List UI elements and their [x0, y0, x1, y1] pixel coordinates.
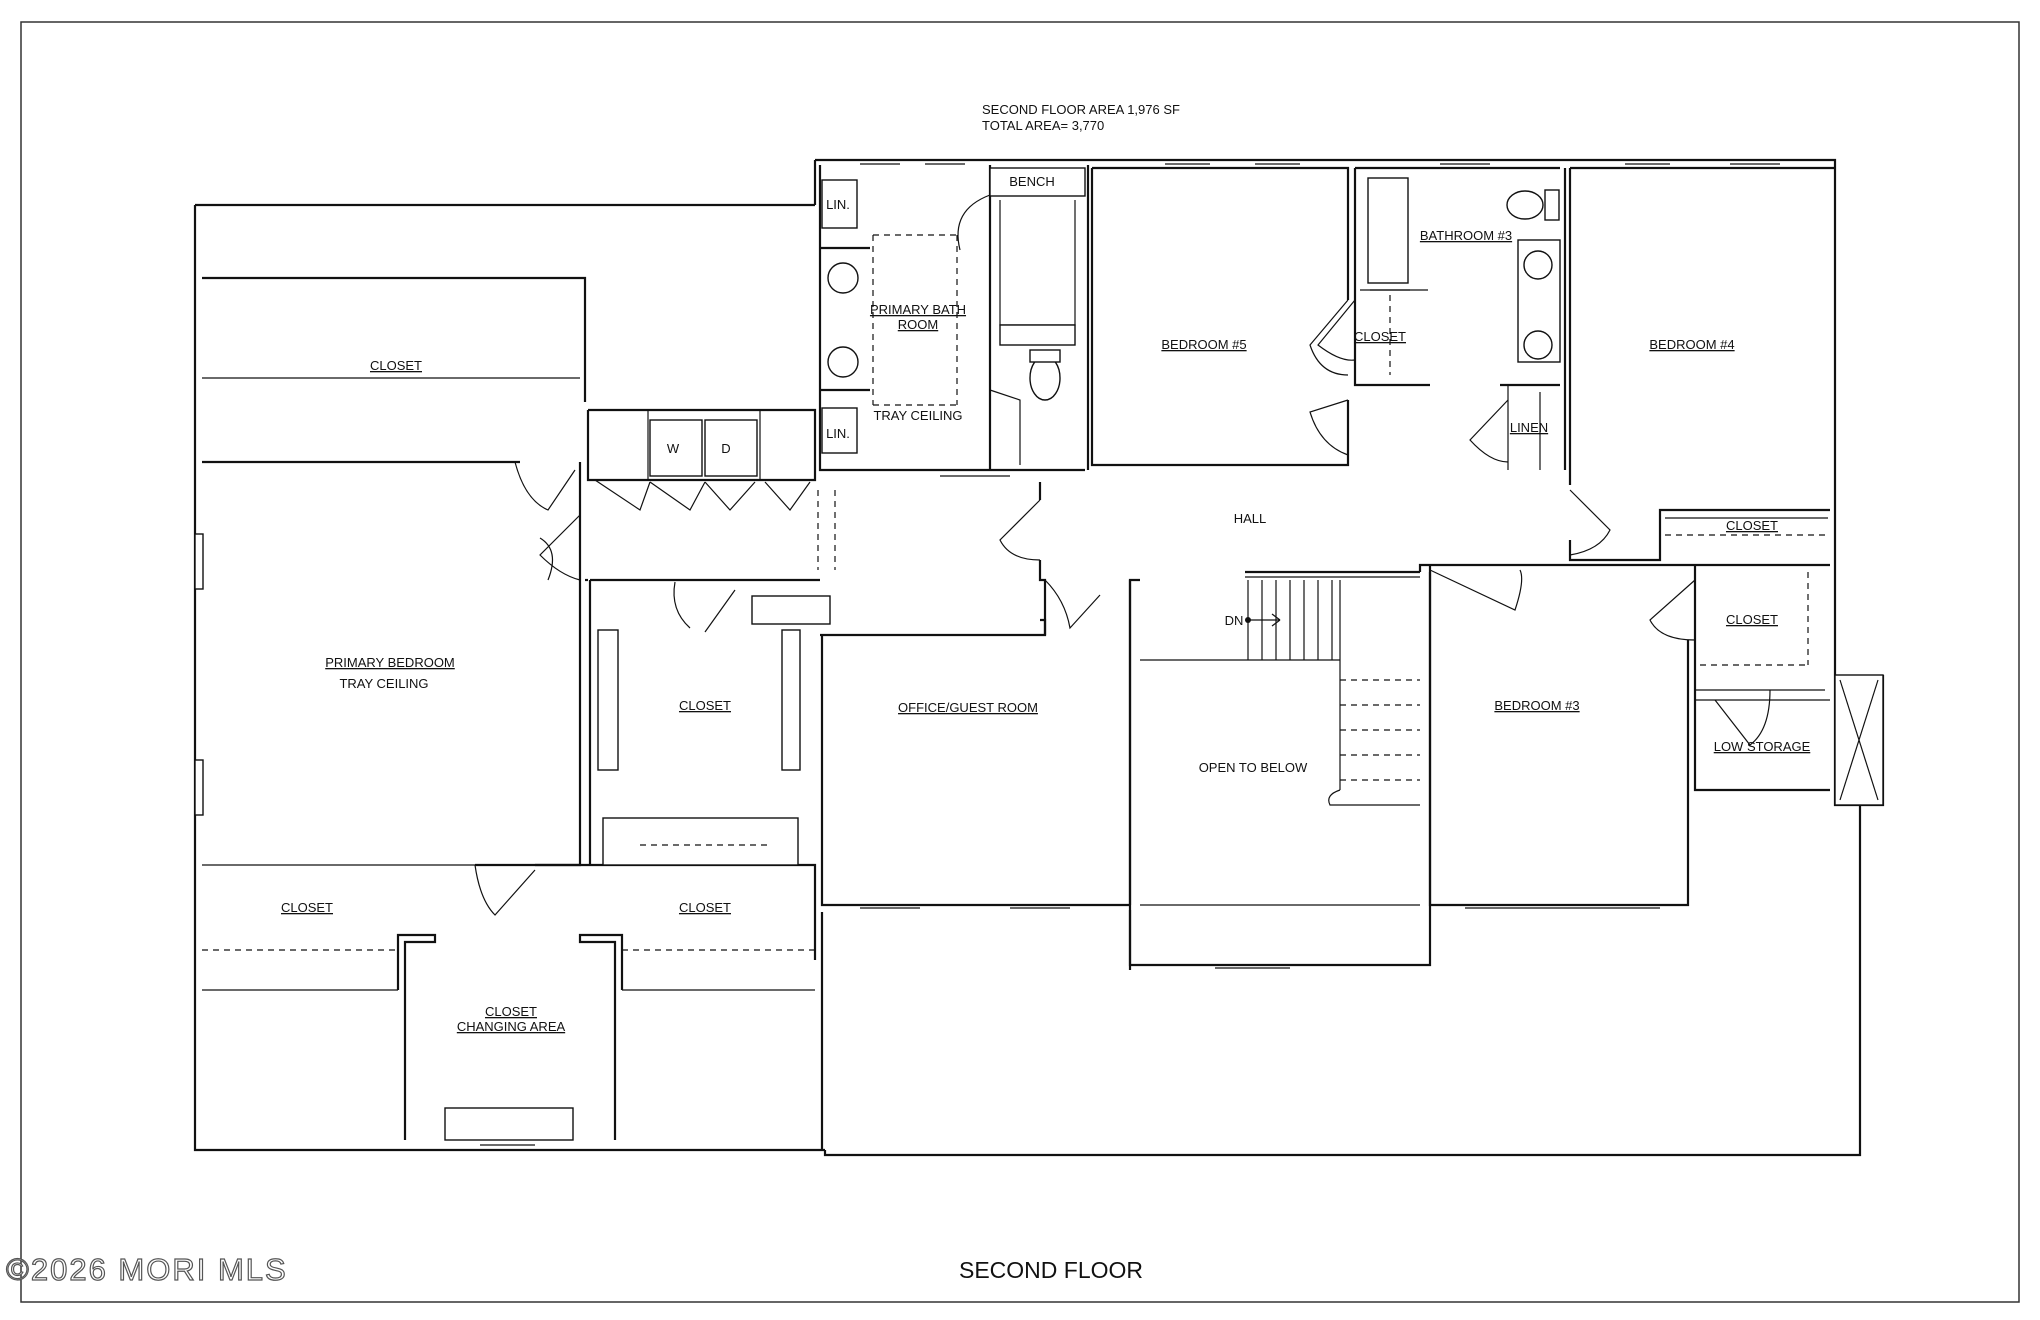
label-bedroom3: BEDROOM #3: [1494, 698, 1579, 713]
label-dn: DN: [1225, 613, 1244, 628]
area-line2: TOTAL AREA= 3,770: [982, 118, 1104, 133]
staircase: [1245, 576, 1420, 806]
label-closet-top-left: CLOSET: [370, 358, 422, 373]
label-closet-bottom-left: CLOSET: [281, 900, 333, 915]
bathroom3-walls: [1317, 166, 1567, 470]
area-line1: SECOND FLOOR AREA 1,976 SF: [982, 102, 1180, 117]
label-closet-bed3: CLOSET: [1726, 612, 1778, 627]
left-doors: [474, 461, 581, 916]
label-changing-1: CLOSET: [485, 1004, 537, 1019]
label-bedroom4: BEDROOM #4: [1649, 337, 1734, 352]
bedroom4-walls: [1568, 166, 1835, 562]
label-primary-bedroom: PRIMARY BEDROOM: [325, 655, 455, 670]
label-open-to-below: OPEN TO BELOW: [1199, 760, 1308, 775]
label-closet-walkin: CLOSET: [679, 698, 731, 713]
labels: SECOND FLOOR AREA 1,976 SF TOTAL AREA= 3…: [5, 102, 1811, 1288]
label-dryer: D: [721, 441, 730, 456]
label-bathroom3: BATHROOM #3: [1420, 228, 1512, 243]
laundry-walls: [539, 408, 836, 866]
label-primary-bath-note: TRAY CEILING: [873, 408, 962, 423]
office-walls: [820, 580, 1132, 1150]
label-office: OFFICE/GUEST ROOM: [898, 700, 1038, 715]
hall-walls: [820, 482, 1432, 967]
label-changing-2: CHANGING AREA: [457, 1019, 566, 1034]
label-closet-bottom-mid: CLOSET: [679, 900, 731, 915]
bedroom5-walls: [1090, 166, 1350, 467]
label-lin-upper: LIN.: [826, 197, 850, 212]
label-primary-bath-2: ROOM: [898, 317, 938, 332]
primary-bath-walls: [818, 165, 1090, 477]
watermark: ©2026 MORI MLS: [6, 1252, 288, 1287]
label-closet-bed5: CLOSET: [1354, 329, 1406, 344]
label-primary-bath-1: PRIMARY BATH: [870, 302, 966, 317]
label-bench: BENCH: [1009, 174, 1055, 189]
floor-title: SECOND FLOOR: [959, 1257, 1143, 1283]
label-closet-bed4: CLOSET: [1726, 518, 1778, 533]
label-lin-lower: LIN.: [826, 426, 850, 441]
label-hall: HALL: [1234, 511, 1267, 526]
top-windows: [860, 163, 1780, 969]
label-low-storage: LOW STORAGE: [1714, 739, 1811, 754]
label-washer: W: [667, 441, 680, 456]
label-primary-bedroom-note: TRAY CEILING: [339, 676, 428, 691]
page-border: [20, 21, 2020, 1303]
label-bedroom5: BEDROOM #5: [1161, 337, 1246, 352]
label-linen: LINEN: [1510, 420, 1548, 435]
bedroom3-walls: [1418, 563, 1884, 909]
